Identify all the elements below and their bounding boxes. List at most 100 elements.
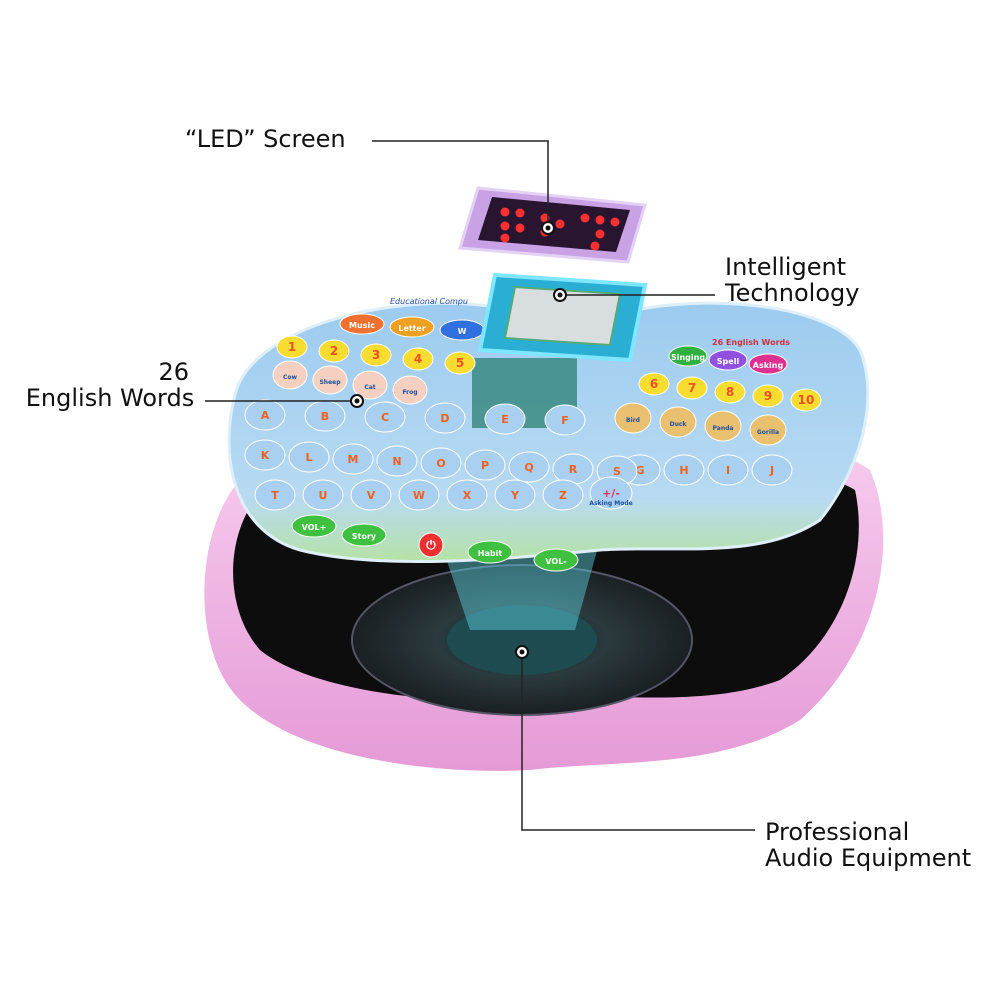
letter-key-W[interactable]: W — [398, 479, 440, 511]
chip-core — [503, 285, 622, 347]
animal-key-duck[interactable]: Duck — [659, 406, 697, 438]
letter-key-F-label: F — [561, 414, 569, 427]
animal-key-frog[interactable]: Frog — [392, 375, 428, 405]
animal-key-gorilla[interactable]: Gorilla — [749, 414, 787, 446]
letter-key-A[interactable]: A — [244, 399, 286, 431]
callout-text: 26 — [158, 358, 189, 386]
callout-led-screen: “LED” Screen — [185, 125, 346, 153]
callout-line-audio — [521, 652, 755, 831]
letter-key-P-label: P — [481, 459, 489, 472]
animal-key-cow-label: Cow — [283, 374, 298, 381]
mode-button-spell[interactable]: Spell — [708, 349, 748, 371]
speaker-cone — [447, 605, 597, 675]
number-key-4[interactable]: 4 — [402, 347, 434, 371]
led-dot — [555, 219, 565, 229]
letter-key-X-label: X — [463, 489, 472, 502]
number-key-5[interactable]: 5 — [444, 351, 476, 375]
callout-english-words: 26 English Words — [25, 359, 195, 411]
number-key-8-label: 8 — [726, 385, 734, 399]
letter-key-N[interactable]: N — [376, 445, 418, 477]
bottom-button-vol-up[interactable]: VOL+ — [291, 514, 337, 538]
letter-key-M-label: M — [348, 453, 359, 466]
letter-key-C[interactable]: C — [364, 401, 406, 433]
letter-key-L[interactable]: L — [288, 441, 330, 473]
led-dot — [590, 241, 600, 251]
letter-key-U[interactable]: U — [302, 479, 344, 511]
letter-key-T[interactable]: T — [254, 479, 296, 511]
animal-key-bird[interactable]: Bird — [614, 402, 652, 434]
animal-key-gorilla-label: Gorilla — [757, 429, 779, 436]
number-key-4-label: 4 — [414, 352, 422, 366]
letter-key-X[interactable]: X — [446, 479, 488, 511]
letter-key-R-label: R — [569, 463, 578, 476]
letter-key-Y-label: Y — [510, 489, 520, 502]
letter-key-B[interactable]: B — [304, 400, 346, 432]
letter-key-Y[interactable]: Y — [494, 479, 536, 511]
mode-button-music[interactable]: Music — [339, 313, 385, 335]
callout-line-led — [372, 140, 549, 228]
letter-key-M[interactable]: M — [332, 443, 374, 475]
led-dot — [595, 215, 605, 225]
letter-key-V-label: V — [367, 489, 376, 502]
number-key-10[interactable]: 10 — [790, 388, 822, 412]
letter-key-O[interactable]: O — [420, 447, 462, 479]
letter-key-R[interactable]: R — [552, 453, 594, 485]
mode-button-singing[interactable]: Singing — [668, 345, 708, 367]
animal-key-cow[interactable]: Cow — [272, 360, 308, 390]
bottom-button-vol-up-label: VOL+ — [302, 523, 327, 532]
number-key-3[interactable]: 3 — [360, 343, 392, 367]
power-icon: ⏻ — [426, 538, 436, 552]
letter-key-D[interactable]: D — [424, 402, 466, 434]
callout-text: Audio Equipment — [765, 844, 972, 872]
bottom-button-vol-down[interactable]: VOL- — [533, 548, 579, 572]
number-key-8[interactable]: 8 — [714, 380, 746, 404]
number-key-9[interactable]: 9 — [752, 384, 784, 408]
led-dot — [515, 208, 525, 218]
letter-key-O-label: O — [436, 457, 445, 470]
mode-button-singing-label: Singing — [671, 353, 705, 362]
mode-button-asking-label: Asking — [753, 361, 784, 370]
bottom-button-habit[interactable]: Habit — [467, 540, 513, 564]
number-key-2[interactable]: 2 — [318, 339, 350, 363]
animal-key-cat[interactable]: Cat — [352, 370, 388, 400]
number-key-10-label: 10 — [798, 393, 815, 407]
letter-key-J[interactable]: J — [751, 454, 793, 486]
plus-minus-key[interactable]: +/-Asking Mode — [589, 476, 633, 510]
letter-key-K[interactable]: K — [244, 439, 286, 471]
letter-key-L-label: L — [305, 451, 312, 464]
letter-key-Q[interactable]: Q — [508, 451, 550, 483]
led-dot — [500, 207, 510, 217]
letter-key-G-label: G — [635, 464, 644, 477]
plus-minus-key-label: +/- — [602, 487, 620, 500]
number-key-9-label: 9 — [764, 389, 772, 403]
letter-key-J-label: J — [769, 464, 774, 477]
letter-key-A-label: A — [261, 409, 270, 422]
letter-key-W-label: W — [413, 489, 425, 502]
number-key-7[interactable]: 7 — [676, 376, 708, 400]
led-dot — [595, 229, 605, 239]
mode-button-asking[interactable]: Asking — [748, 353, 788, 375]
letter-key-B-label: B — [321, 410, 329, 423]
bottom-button-habit-label: Habit — [478, 549, 503, 558]
power-button[interactable]: ⏻ — [418, 532, 444, 558]
bottom-button-story[interactable]: Story — [341, 523, 387, 547]
letter-key-K-label: K — [261, 449, 270, 462]
mode-button-letter[interactable]: Letter — [389, 316, 435, 338]
animal-key-panda[interactable]: Panda — [704, 410, 742, 442]
letter-key-F[interactable]: F — [544, 404, 586, 436]
mode-button-music-label: Music — [349, 321, 375, 330]
led-dot — [580, 213, 590, 223]
mode-button-w[interactable]: W — [439, 319, 485, 341]
letter-key-Z[interactable]: Z — [542, 479, 584, 511]
animal-key-sheep[interactable]: Sheep — [312, 365, 348, 395]
number-key-1[interactable]: 1 — [276, 335, 308, 359]
number-key-6[interactable]: 6 — [638, 372, 670, 396]
letter-key-P[interactable]: P — [464, 449, 506, 481]
letter-key-H[interactable]: H — [663, 454, 705, 486]
brand-text: Educational Compu — [390, 297, 468, 306]
letter-key-V[interactable]: V — [350, 479, 392, 511]
bottom-button-vol-down-label: VOL- — [545, 557, 566, 566]
letter-key-I[interactable]: I — [707, 454, 749, 486]
letter-key-E[interactable]: E — [484, 403, 526, 435]
